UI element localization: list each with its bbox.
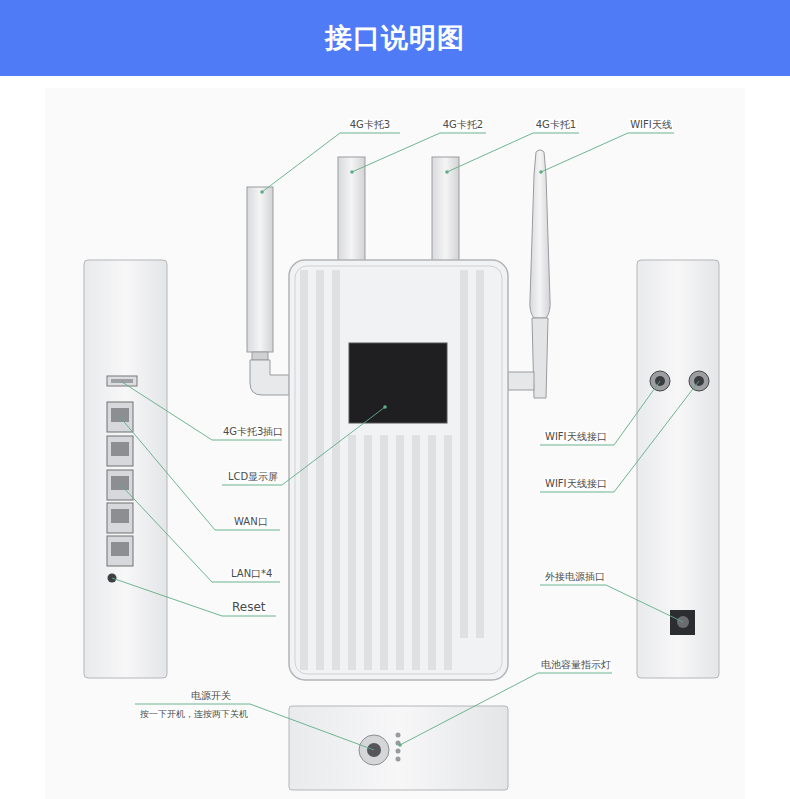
- bottom-panel: [289, 706, 508, 790]
- part-label: 4G卡托1: [535, 119, 577, 131]
- part-label: 按一下开机，连按两下关机: [139, 709, 249, 720]
- router-body: [289, 260, 508, 680]
- right-side-panel: [637, 260, 719, 678]
- part-label: WIFI天线接口: [544, 478, 608, 490]
- part-label: LAN口*4: [230, 568, 273, 580]
- title-banner: 接口说明图: [0, 0, 790, 76]
- background: [45, 88, 745, 799]
- part-label: WIFI天线: [629, 119, 673, 131]
- part-label: 4G卡托3插口: [222, 426, 284, 438]
- left-side-panel: [84, 260, 167, 678]
- part-label: 外接电源插口: [544, 571, 606, 583]
- part-label: 4G卡托3: [349, 119, 391, 131]
- leader-dots: [260, 170, 543, 747]
- title: 接口说明图: [325, 20, 465, 56]
- part-label: WIFI天线接口: [544, 431, 608, 443]
- part-label: WAN口: [233, 516, 269, 528]
- part-label: Reset: [231, 600, 267, 614]
- leader-lines: [112, 133, 699, 750]
- part-label: 4G卡托2: [442, 119, 484, 131]
- part-label: LCD显示屏: [227, 471, 279, 483]
- part-label: 电源开关: [190, 690, 232, 702]
- part-label: 电池容量指示灯: [540, 659, 612, 671]
